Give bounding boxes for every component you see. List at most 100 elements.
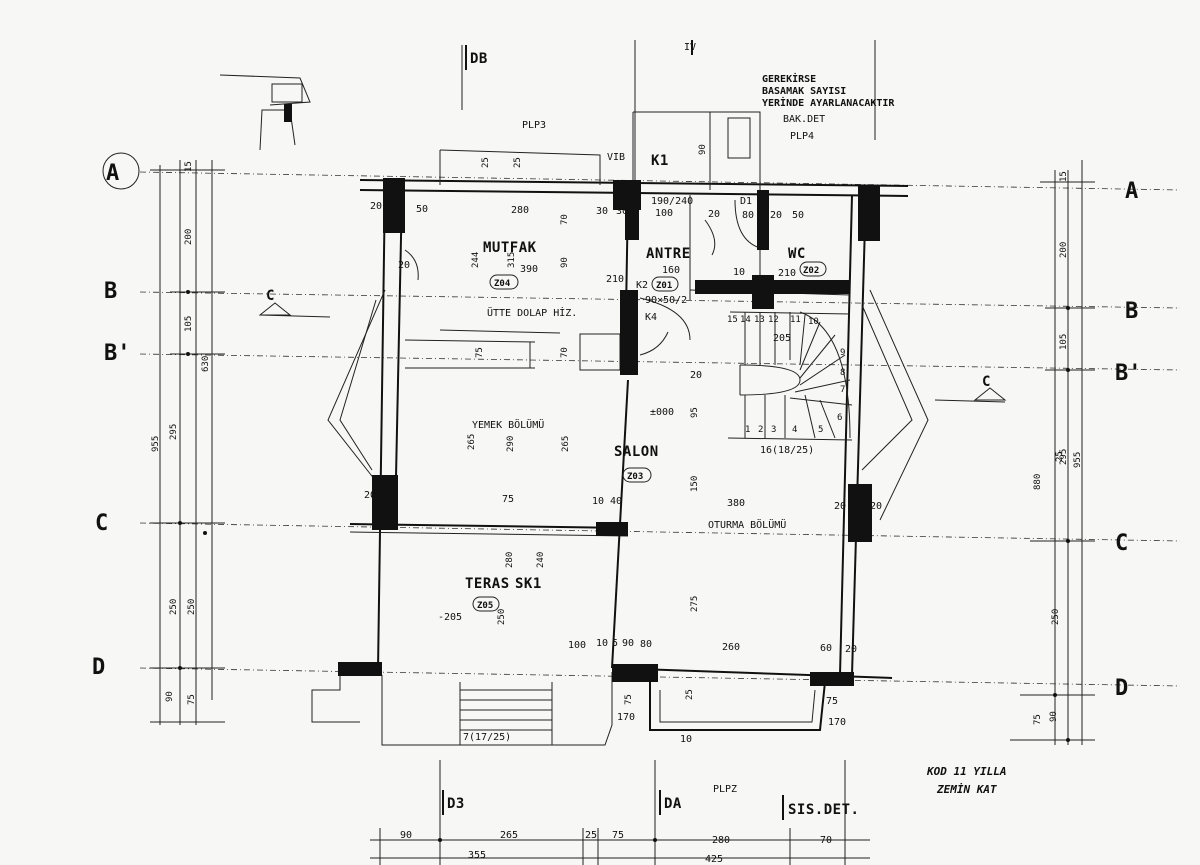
grid-right-d: D	[1115, 676, 1128, 701]
dim-i-20g: 20	[870, 501, 882, 512]
dim-i-95: 95	[690, 407, 700, 418]
section-labels: DB D3 DA SIS.DET. C C IV	[266, 42, 990, 818]
dim-i-20b: 20	[708, 209, 720, 220]
dim-i-10c: 10	[680, 734, 692, 745]
dim-bottom-90: 90	[400, 830, 412, 841]
dim-i-75a: 75	[475, 347, 485, 358]
dim-right-955: 955	[1073, 452, 1083, 468]
dim-i-40: 40	[610, 496, 622, 507]
label-plpz: PLPZ	[713, 784, 737, 795]
grid-left-a: A	[106, 161, 119, 186]
misc-labels: K1 190/240 K2 D1 VIB K4 90×50/2 ÜTTE DOL…	[438, 152, 814, 743]
stair-13: 13	[754, 315, 765, 325]
dim-i-280b: 280	[505, 552, 515, 568]
dim-i-275: 275	[690, 596, 700, 612]
dim-i-90c: 90	[622, 638, 634, 649]
dim-i-260: 260	[722, 642, 740, 653]
dim-i-25c: 25	[685, 689, 695, 700]
note-line-3: YERİNDE AYARLANACAKTIR	[762, 95, 895, 109]
dim-i-250: 250	[497, 609, 507, 625]
dim-i-100: 100	[655, 208, 673, 219]
grid-left-c: C	[95, 511, 108, 536]
stair-7: 7	[840, 385, 845, 395]
dim-i-70a: 70	[560, 214, 570, 225]
label-k4: K4	[645, 312, 657, 323]
room-mutfak-code: Z04	[494, 279, 511, 289]
dim-i-315: 315	[507, 252, 517, 268]
dim-i-390: 390	[520, 264, 538, 275]
stair-3: 3	[771, 425, 776, 435]
room-teras-code: Z05	[477, 601, 493, 611]
dim-i-20c: 20	[770, 210, 782, 221]
dim-i-5: 5	[612, 638, 618, 649]
dim-bottom-75: 75	[612, 830, 624, 841]
dim-i-100b: 100	[568, 640, 586, 651]
dim-i-25b: 25	[513, 157, 523, 168]
stair-11: 11	[790, 315, 801, 325]
dim-i-25a: 25	[481, 157, 491, 168]
room-salon-code: Z03	[627, 472, 643, 482]
dim-left-630: 630	[201, 356, 211, 372]
dim-right-15: 15	[1059, 171, 1069, 182]
dim-i-10b: 10	[596, 638, 608, 649]
stair-2: 2	[758, 425, 763, 435]
hand-zemin-kat: ZEMİN KAT	[936, 782, 997, 796]
dim-i-240: 240	[536, 552, 546, 568]
label-plp4: PLP4	[790, 131, 814, 142]
dim-i-280: 280	[511, 205, 529, 216]
dim-i-50: 50	[416, 204, 428, 215]
dim-right-250: 250	[1051, 609, 1061, 625]
interior-dims: 20 50 280 30 30 100 20 80 20 50 390 160 …	[364, 144, 882, 745]
stair-1: 1	[745, 425, 750, 435]
dim-left-sub-250: 250	[187, 599, 197, 615]
dim-i-90b: 90	[560, 257, 570, 268]
dim-i-20i: 20	[690, 370, 702, 381]
dim-i-210: 210	[778, 268, 796, 279]
dim-i-60: 60	[820, 643, 832, 654]
label-dolap: ÜTTE DOLAP HİZ.	[487, 306, 577, 319]
dim-right-105: 105	[1059, 334, 1069, 350]
left-dimension-lines	[150, 160, 225, 725]
stair-9: 9	[840, 348, 845, 358]
dim-left-200: 200	[184, 229, 194, 245]
dim-right-sub-90: 90	[1049, 711, 1059, 722]
dim-bottom-280: 280	[712, 835, 730, 846]
label-k1: K1	[651, 153, 669, 169]
dim-bottom-425: 425	[705, 854, 723, 865]
sketch-fragment	[219, 74, 311, 151]
dim-i-265b: 265	[561, 436, 571, 452]
right-dimension-lines	[1010, 160, 1095, 745]
stair-15: 15	[727, 315, 738, 325]
dim-bottom-355: 355	[468, 850, 486, 861]
section-iv: IV	[684, 42, 696, 53]
stair-4: 4	[792, 425, 797, 435]
label-stair-bottom: 7(17/25)	[463, 732, 511, 743]
room-mutfak: MUTFAK	[483, 240, 537, 256]
bottom-dimension-lines	[370, 760, 870, 865]
grid-labels-right: A B B' C D	[1115, 179, 1142, 701]
label-bak-det: BAK.DET	[783, 114, 825, 125]
dim-left-sub-75: 75	[187, 694, 197, 705]
dim-i-10d: 10	[733, 267, 745, 278]
stair-6: 6	[837, 413, 842, 423]
grid-left-b: B	[104, 279, 117, 304]
columns	[338, 178, 880, 686]
section-d3-bottom: D3	[447, 796, 465, 812]
room-oturma: OTURMA BÖLÜMÜ	[708, 518, 786, 531]
dim-i-210b: 210	[606, 274, 624, 285]
stair-note: GEREKİRSE BASAMAK SAYISI YERİNDE AYARLAN…	[522, 71, 895, 795]
dim-bottom-25: 25	[585, 830, 597, 841]
grid-right-c: C	[1115, 531, 1128, 556]
dim-right-75: 75	[1033, 714, 1043, 725]
grid-left-d: D	[92, 655, 105, 680]
dim-left-250: 250	[169, 599, 179, 615]
dim-i-20f: 20	[834, 501, 846, 512]
label-vib: VIB	[607, 152, 625, 163]
stair-8: 8	[840, 368, 845, 378]
label-190-240: 190/240	[651, 196, 693, 207]
grid-labels-left: A B B' C D	[92, 152, 140, 680]
room-antre: ANTRE	[646, 246, 691, 262]
dim-i-150: 150	[690, 476, 700, 492]
left-dims: 15 200 105 295 250 90 955 630 250 75	[151, 161, 211, 705]
grid-left-b-prime: B'	[104, 341, 131, 366]
